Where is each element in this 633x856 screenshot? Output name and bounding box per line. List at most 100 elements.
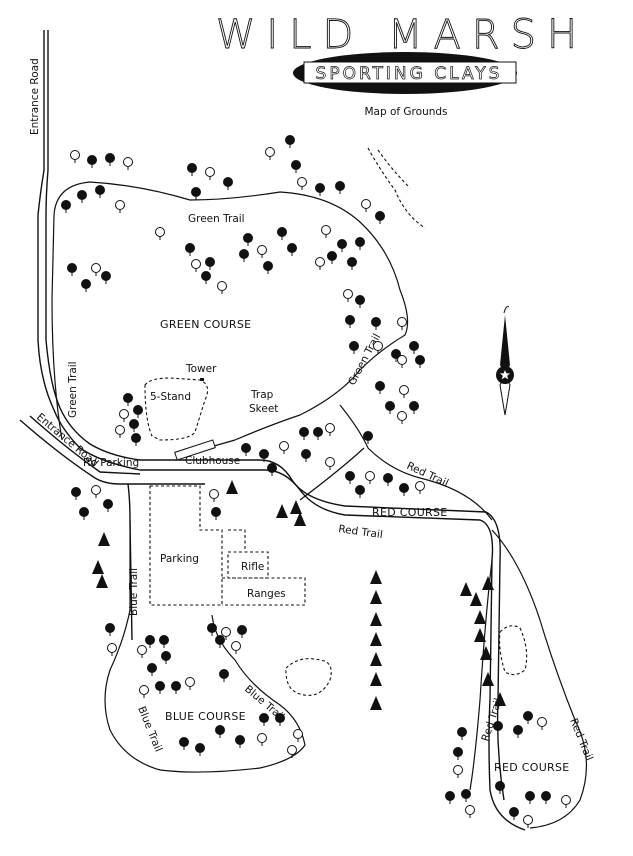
deciduous-tree-icon bbox=[391, 349, 401, 362]
deciduous-tree-outline-icon bbox=[115, 200, 125, 213]
deciduous-tree-icon bbox=[239, 249, 249, 262]
ranges-label: Ranges bbox=[247, 588, 286, 600]
deciduous-tree-icon bbox=[215, 725, 225, 738]
deciduous-tree-outline-icon bbox=[257, 245, 267, 258]
rifle-label: Rifle bbox=[241, 561, 264, 573]
deciduous-tree-outline-icon bbox=[397, 317, 407, 330]
deciduous-tree-icon bbox=[147, 663, 157, 676]
pine-tree-icon bbox=[370, 570, 382, 584]
deciduous-tree-outline-icon bbox=[399, 385, 409, 398]
green-trail-left-label: Green Trail bbox=[67, 361, 79, 418]
blue-trail-upper-label: Blue Trail bbox=[128, 568, 140, 616]
deciduous-tree-icon bbox=[105, 153, 115, 166]
deciduous-tree-icon bbox=[171, 681, 181, 694]
deciduous-tree-outline-icon bbox=[257, 733, 267, 746]
deciduous-tree-icon bbox=[205, 257, 215, 270]
compass-rose-icon bbox=[496, 306, 514, 416]
deciduous-tree-icon bbox=[371, 317, 381, 330]
deciduous-tree-icon bbox=[159, 635, 169, 648]
title-banner: SPORTING CLAYS bbox=[293, 52, 517, 94]
green-course-label: GREEN COURSE bbox=[160, 318, 251, 331]
pine-tree-icon bbox=[226, 480, 238, 494]
marsh-area-red bbox=[499, 625, 528, 676]
deciduous-tree-outline-icon bbox=[91, 263, 101, 276]
deciduous-tree-icon bbox=[219, 669, 229, 682]
deciduous-tree-outline-icon bbox=[191, 259, 201, 272]
blue-trail-left-label: Blue Trail bbox=[135, 705, 164, 754]
deciduous-tree-icon bbox=[179, 737, 189, 750]
deciduous-tree-icon bbox=[355, 295, 365, 308]
deciduous-tree-icon bbox=[155, 681, 165, 694]
deciduous-tree-icon bbox=[355, 237, 365, 250]
deciduous-tree-icon bbox=[243, 233, 253, 246]
blue-trail-loop bbox=[104, 520, 306, 773]
deciduous-tree-icon bbox=[445, 791, 455, 804]
deciduous-tree-icon bbox=[541, 791, 551, 804]
red-course-south-label: RED COURSE bbox=[494, 761, 570, 774]
deciduous-tree-outline-icon bbox=[397, 355, 407, 368]
five-stand-label: 5-Stand bbox=[150, 391, 191, 403]
deciduous-tree-icon bbox=[409, 341, 419, 354]
deciduous-tree-icon bbox=[201, 271, 211, 284]
deciduous-tree-icon bbox=[145, 635, 155, 648]
deciduous-tree-outline-icon bbox=[537, 717, 547, 730]
deciduous-tree-icon bbox=[495, 781, 505, 794]
deciduous-tree-outline-icon bbox=[265, 147, 275, 160]
parking-lot bbox=[149, 485, 306, 606]
deciduous-tree-icon bbox=[161, 651, 171, 664]
five-stand-field bbox=[144, 377, 209, 441]
deciduous-tree-icon bbox=[187, 163, 197, 176]
deciduous-tree-icon bbox=[287, 243, 297, 256]
pine-tree-icon bbox=[370, 612, 382, 626]
red-trail-middle-label: Red Trail bbox=[338, 523, 384, 541]
deciduous-tree-icon bbox=[409, 401, 419, 414]
deciduous-tree-outline-icon bbox=[217, 281, 227, 294]
trap-label: Trap bbox=[250, 389, 274, 401]
deciduous-tree-outline-icon bbox=[139, 685, 149, 698]
deciduous-tree-outline-icon bbox=[107, 643, 117, 656]
deciduous-tree-icon bbox=[241, 443, 251, 456]
deciduous-tree-outline-icon bbox=[315, 257, 325, 270]
deciduous-tree-icon bbox=[363, 431, 373, 444]
entrance-road bbox=[19, 30, 526, 831]
deciduous-tree-icon bbox=[235, 735, 245, 748]
deciduous-tree-outline-icon bbox=[209, 489, 219, 502]
deciduous-tree-icon bbox=[313, 427, 323, 440]
deciduous-tree-icon bbox=[215, 635, 225, 648]
deciduous-tree-outline-icon bbox=[453, 765, 463, 778]
deciduous-tree-icon bbox=[513, 725, 523, 738]
deciduous-tree-icon bbox=[383, 473, 393, 486]
deciduous-tree-icon bbox=[277, 227, 287, 240]
deciduous-tree-icon bbox=[385, 401, 395, 414]
deciduous-tree-icon bbox=[461, 789, 471, 802]
deciduous-tree-icon bbox=[415, 355, 425, 368]
deciduous-tree-outline-icon bbox=[70, 150, 80, 163]
deciduous-tree-outline-icon bbox=[297, 177, 307, 190]
deciduous-tree-icon bbox=[129, 419, 139, 432]
deciduous-tree-outline-icon bbox=[287, 745, 297, 758]
deciduous-tree-icon bbox=[509, 807, 519, 820]
deciduous-tree-icon bbox=[81, 279, 91, 292]
deciduous-tree-outline-icon bbox=[279, 441, 289, 454]
deciduous-tree-icon bbox=[237, 625, 247, 638]
deciduous-tree-icon bbox=[453, 747, 463, 760]
deciduous-tree-icon bbox=[105, 623, 115, 636]
deciduous-tree-icon bbox=[291, 160, 301, 173]
deciduous-tree-icon bbox=[523, 711, 533, 724]
deciduous-tree-icon bbox=[335, 181, 345, 194]
deciduous-tree-icon bbox=[71, 487, 81, 500]
parking-label: Parking bbox=[160, 553, 199, 565]
deciduous-tree-icon bbox=[267, 463, 277, 476]
deciduous-tree-outline-icon bbox=[397, 411, 407, 424]
deciduous-tree-icon bbox=[345, 471, 355, 484]
deciduous-tree-icon bbox=[399, 483, 409, 496]
deciduous-tree-icon bbox=[207, 623, 217, 636]
pine-tree-icon bbox=[470, 592, 482, 606]
deciduous-tree-outline-icon bbox=[325, 457, 335, 470]
deciduous-tree-outline-icon bbox=[325, 423, 335, 436]
pine-tree-icon bbox=[474, 610, 486, 624]
deciduous-tree-icon bbox=[347, 257, 357, 270]
deciduous-tree-outline-icon bbox=[119, 409, 129, 422]
deciduous-tree-outline-icon bbox=[123, 157, 133, 170]
pine-tree-icon bbox=[276, 504, 288, 518]
